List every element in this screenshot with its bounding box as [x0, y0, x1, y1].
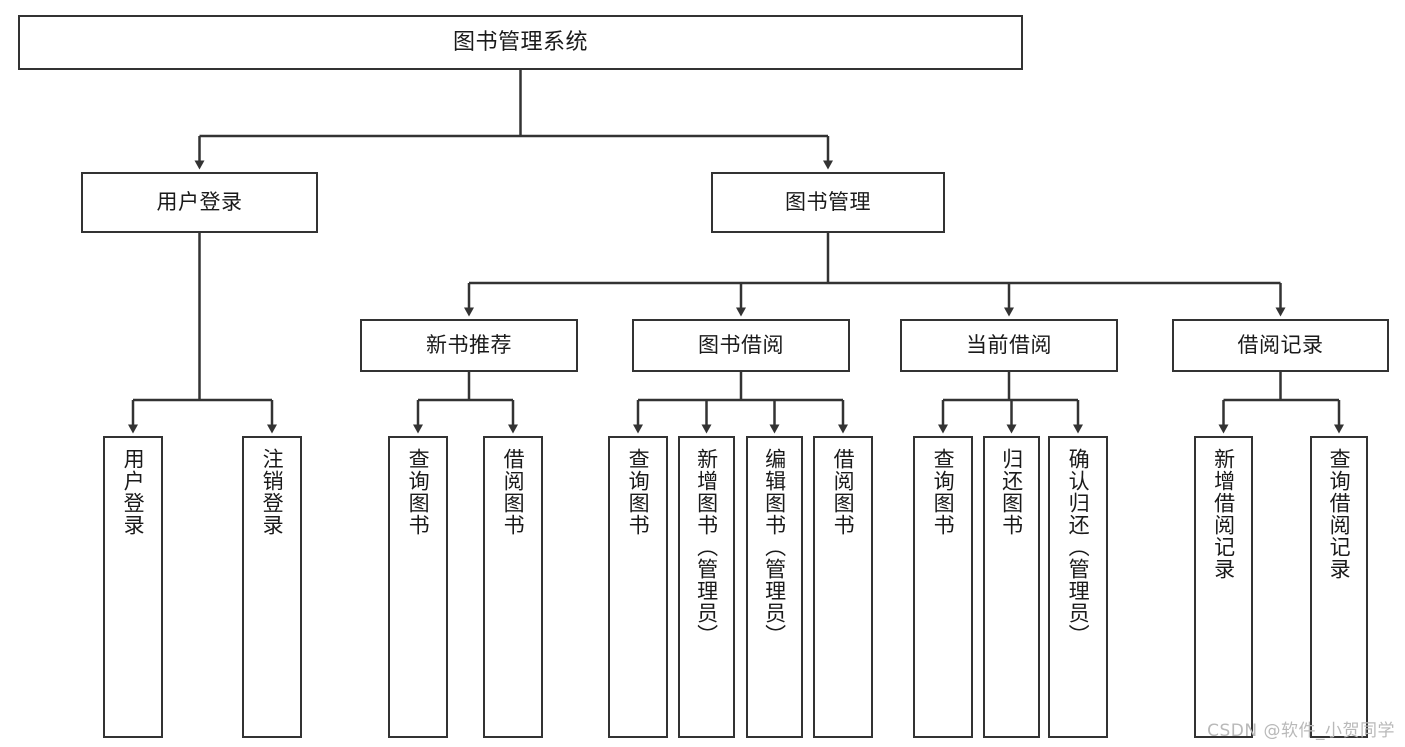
node-leaf-10: 归还图书 — [983, 436, 1040, 738]
watermark-text: CSDN @软件_小贺同学 — [1207, 721, 1395, 741]
node-leaf-5: 查询图书 — [608, 436, 668, 738]
node-label: 归还图书 — [999, 448, 1024, 536]
node-label: 借阅图书 — [831, 448, 856, 536]
node-label: 查询借阅记录 — [1327, 448, 1352, 580]
node-leaf-3: 查询图书 — [388, 436, 448, 738]
node-label: 用户登录 — [121, 448, 146, 536]
node-label: 用户登录 — [156, 190, 243, 215]
node-leaf-4: 借阅图书 — [483, 436, 543, 738]
node-label: 注销登录 — [260, 448, 285, 536]
node-label: 当前借阅 — [966, 333, 1052, 358]
node-user-login: 用户登录 — [81, 172, 318, 233]
node-label: 图书借阅 — [698, 333, 784, 358]
node-label: 图书管理系统 — [452, 29, 588, 55]
node-leaf-1: 用户登录 — [103, 436, 163, 738]
node-root: 图书管理系统 — [18, 15, 1023, 70]
node-label: 查询图书 — [931, 448, 956, 536]
node-label: 新增借阅记录 — [1211, 448, 1236, 580]
node-leaf-6: 新增图书（管理员） — [678, 436, 735, 738]
node-leaf-2: 注销登录 — [242, 436, 302, 738]
node-label: 图书管理 — [785, 190, 871, 215]
node-borrow-record: 借阅记录 — [1172, 319, 1389, 372]
node-leaf-13: 查询借阅记录 — [1310, 436, 1368, 738]
node-label: 编辑图书（管理员） — [762, 448, 787, 646]
node-new-book-rec: 新书推荐 — [360, 319, 578, 372]
node-label: 新书推荐 — [426, 333, 512, 358]
node-leaf-7: 编辑图书（管理员） — [746, 436, 803, 738]
node-leaf-8: 借阅图书 — [813, 436, 873, 738]
node-label: 查询图书 — [406, 448, 431, 536]
node-leaf-12: 新增借阅记录 — [1194, 436, 1253, 738]
node-label: 借阅图书 — [501, 448, 526, 536]
node-book-borrow: 图书借阅 — [632, 319, 850, 372]
node-current-borrow: 当前借阅 — [900, 319, 1118, 372]
node-label: 新增图书（管理员） — [694, 448, 719, 646]
node-leaf-11: 确认归还（管理员） — [1048, 436, 1108, 738]
node-label: 查询图书 — [626, 448, 651, 536]
node-book-manage: 图书管理 — [711, 172, 945, 233]
node-label: 借阅记录 — [1237, 333, 1324, 358]
node-leaf-9: 查询图书 — [913, 436, 973, 738]
node-label: 确认归还（管理员） — [1066, 448, 1091, 646]
